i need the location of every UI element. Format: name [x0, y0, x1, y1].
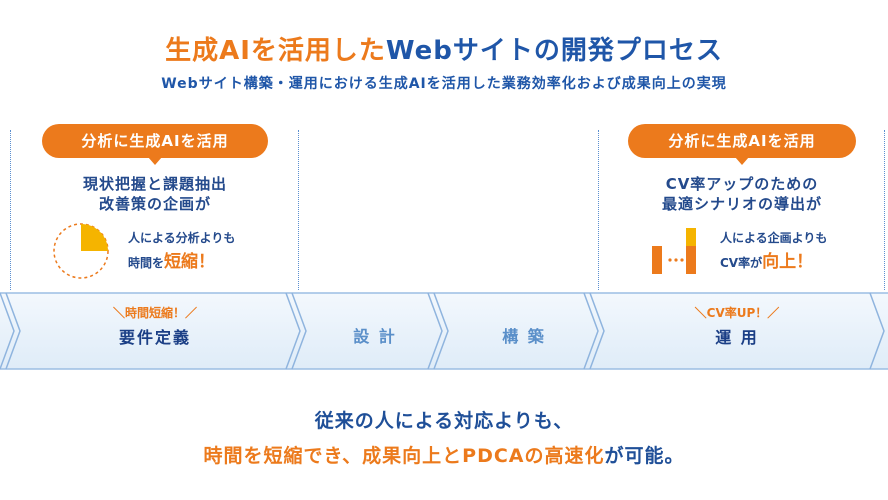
- stage-caption-operation: ＼CV率UP！／: [694, 306, 780, 320]
- left-ai-badge: 分析に生成AIを活用: [42, 124, 268, 165]
- chevron-icon: [285, 292, 301, 370]
- chevron-icon: [0, 292, 15, 370]
- stage-caption-requirements: ＼時間短縮！／: [112, 306, 197, 320]
- right-note: 人による企画よりも CV率が向上！: [720, 226, 880, 275]
- title-accent: 生成AIを活用した: [165, 36, 386, 66]
- cv-growth-icon: [652, 228, 696, 274]
- chevron-icon: [427, 292, 443, 370]
- dot-icon: [680, 258, 684, 262]
- left-note: 人による分析よりも 時間を短縮！: [128, 226, 288, 275]
- chevron-icon: [589, 292, 605, 370]
- divider-right-outer: [884, 130, 885, 290]
- right-desc-line1: CV率アップのための: [665, 175, 819, 193]
- cv-bar-after-base: [686, 246, 696, 274]
- title-main: Webサイトの開発プロセス: [385, 36, 723, 66]
- chevron-icon: [5, 292, 21, 370]
- stage-requirements: 要件定義: [118, 328, 191, 347]
- chevron-icon: [869, 292, 885, 370]
- right-description: CV率アップのための 最適シナリオの導出が: [620, 174, 864, 214]
- band-background: [0, 293, 888, 369]
- cv-bar-before: [652, 246, 662, 274]
- time-pie-icon: [53, 223, 109, 279]
- left-note-line1: 人による分析よりも: [128, 231, 236, 245]
- chevron-icon: [433, 292, 449, 370]
- stage-design: 設 計: [353, 327, 397, 346]
- divider-left-outer: [10, 130, 11, 290]
- pie-slice: [81, 224, 108, 251]
- page-subtitle: Webサイト構築・運用における生成AIを活用した業務効率化および成果向上の実現: [161, 76, 727, 92]
- conclusion-emph2: 成果向上とPDCAの高速化: [362, 445, 605, 467]
- chevron-icon: [583, 292, 599, 370]
- dot-icon: [668, 258, 672, 262]
- left-note-emphasis: 短縮！: [164, 252, 216, 272]
- left-description: 現状把握と課題抽出 改善策の企画が: [40, 174, 270, 214]
- conclusion-emph1: 時間を短縮でき、: [203, 445, 363, 467]
- right-note-prefix: CV率が: [720, 256, 763, 270]
- left-desc-line2: 改善策の企画が: [98, 195, 211, 213]
- stage-build: 構 築: [502, 327, 546, 346]
- right-note-line1: 人による企画よりも: [720, 231, 828, 245]
- right-note-emphasis: 向上！: [762, 252, 814, 272]
- conclusion-line2: 時間を短縮でき、成果向上とPDCAの高速化が可能。: [0, 441, 888, 468]
- left-desc-line1: 現状把握と課題抽出: [82, 175, 227, 193]
- page-title: 生成AIを活用したWebサイトの開発プロセス: [0, 30, 888, 67]
- conclusion-line1: 従来の人による対応よりも、: [314, 410, 574, 432]
- right-note-line2: CV率が向上！: [720, 250, 880, 275]
- chevron-icon: [291, 292, 307, 370]
- left-note-line2: 時間を短縮！: [128, 250, 288, 275]
- right-ai-badge: 分析に生成AIを活用: [628, 124, 856, 165]
- process-arrow-band: [0, 292, 888, 370]
- conclusion-tail: が可能。: [604, 445, 685, 467]
- divider-left-inner: [298, 130, 299, 290]
- left-note-prefix: 時間を: [128, 256, 165, 270]
- stage-operation: 運 用: [715, 328, 759, 347]
- divider-right-inner: [598, 130, 599, 290]
- dot-icon: [674, 258, 678, 262]
- right-desc-line2: 最適シナリオの導出が: [661, 195, 822, 213]
